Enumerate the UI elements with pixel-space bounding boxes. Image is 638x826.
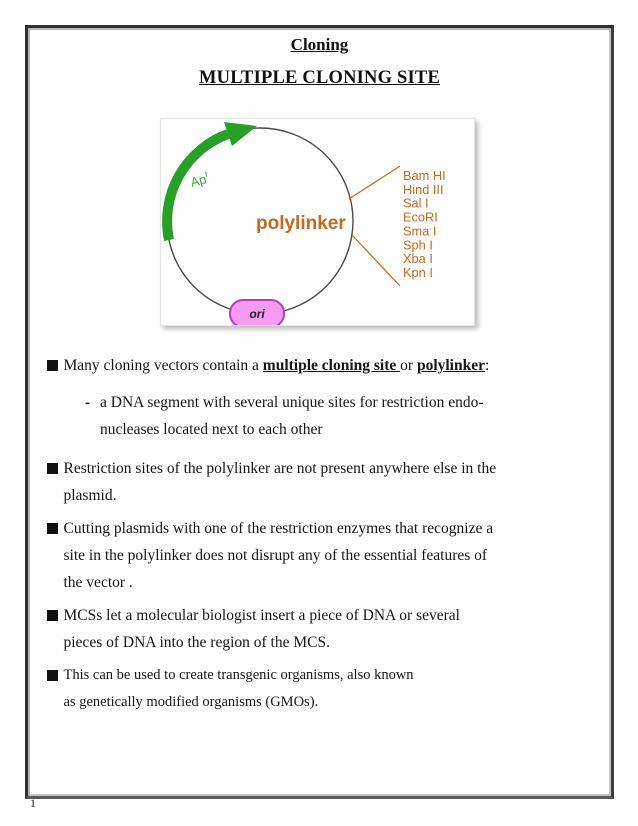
bullet-item: MCSs let a molecular biologist insert a … [47, 602, 605, 656]
bullet-list: Many cloning vectors contain a multiple … [47, 352, 605, 722]
ampicillin-resistance-label: Apr [188, 169, 211, 190]
gene-arrowhead-icon [224, 122, 257, 146]
page-frame: Cloning MULTIPLE CLONING SITE Apr polyli… [25, 25, 614, 799]
bullet-text: This can be used to create transgenic or… [63, 667, 414, 710]
page-title: Cloning [290, 35, 349, 54]
polylinker-callout-top [348, 165, 401, 200]
square-bullet-icon [47, 610, 58, 621]
page-subtitle: MULTIPLE CLONING SITE [199, 68, 440, 88]
ori-marker: ori [229, 299, 285, 325]
enzyme-label: Sma I [403, 223, 436, 238]
bullet-item: Restriction sites of the polylinker are … [47, 455, 605, 509]
bullet-item: This can be used to create transgenic or… [47, 662, 605, 716]
page-number: 1 [30, 796, 36, 810]
enzyme-label: Bam HI [403, 168, 446, 183]
sub-bullet-item: -a DNA segment with several unique sites… [85, 389, 605, 443]
bullet-text: a DNA segment with several unique sites … [100, 394, 484, 438]
polylinker-callout-bottom [351, 234, 401, 287]
polylinker-label: polylinker [256, 213, 346, 234]
bullet-text: Cutting plasmids with one of the restric… [63, 520, 494, 591]
enzyme-label: Sal I [403, 196, 429, 211]
enzyme-label: EcoRI [403, 210, 438, 225]
ori-label: ori [249, 307, 265, 321]
square-bullet-icon [47, 523, 58, 534]
enzyme-label: Xba I [403, 251, 433, 266]
dash-bullet-icon: - [85, 394, 91, 411]
enzyme-label: Hind III [403, 182, 444, 197]
enzyme-label: Kpn I [403, 265, 433, 280]
bullet-item: Cutting plasmids with one of the restric… [47, 515, 605, 596]
ori-box [229, 299, 285, 325]
square-bullet-icon [47, 670, 58, 681]
square-bullet-icon [47, 360, 58, 371]
enzyme-label: Sph I [403, 237, 433, 252]
bullet-text: Restriction sites of the polylinker are … [63, 460, 497, 504]
bullet-item: Many cloning vectors contain a multiple … [47, 352, 605, 379]
ampicillin-gene-arc [162, 129, 230, 242]
bullet-text: MCSs let a molecular biologist insert a … [63, 607, 460, 651]
bullet-text: Many cloning vectors contain a multiple … [63, 357, 490, 374]
header: Cloning MULTIPLE CLONING SITE [28, 34, 611, 89]
square-bullet-icon [47, 463, 58, 474]
